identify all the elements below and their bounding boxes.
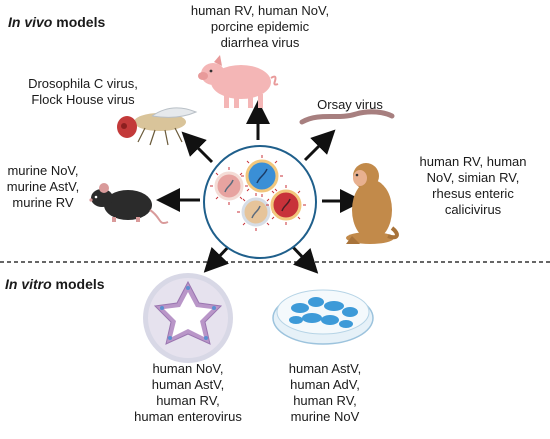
dish-label: human AstV, human AdV, human RV, murine …	[288, 361, 362, 424]
mouse-label: murine NoV, murine AstV, murine RV	[6, 163, 80, 210]
fly-label: Drosophila C virus, Flock House virus	[28, 76, 138, 107]
monkey-icon	[346, 163, 399, 244]
fly-icon	[117, 107, 198, 146]
in-vivo-heading: In vivo models	[8, 14, 106, 30]
virus-icon	[210, 167, 248, 205]
arrow-up-right	[303, 129, 336, 162]
pig-icon	[198, 55, 279, 108]
arrow-up-left	[181, 131, 214, 164]
in-vitro-heading: In vitro models	[5, 276, 105, 292]
virus-circle	[203, 145, 317, 259]
mouse-icon	[89, 183, 169, 224]
worm-label: Orsay virus	[317, 97, 383, 112]
pig-label: human RV, human NoV, porcine epidemic di…	[190, 3, 330, 50]
worm-icon	[299, 109, 395, 125]
organoid-label: human NoV, human AstV, human RV, human e…	[134, 361, 242, 424]
virus-icon	[241, 155, 283, 197]
virus-icon	[266, 185, 306, 225]
petri-dish-icon	[272, 289, 374, 345]
monkey-label: human RV, human NoV, simian RV, rhesus e…	[419, 154, 527, 217]
virus-icon	[237, 193, 275, 231]
organoid-icon	[143, 273, 233, 363]
